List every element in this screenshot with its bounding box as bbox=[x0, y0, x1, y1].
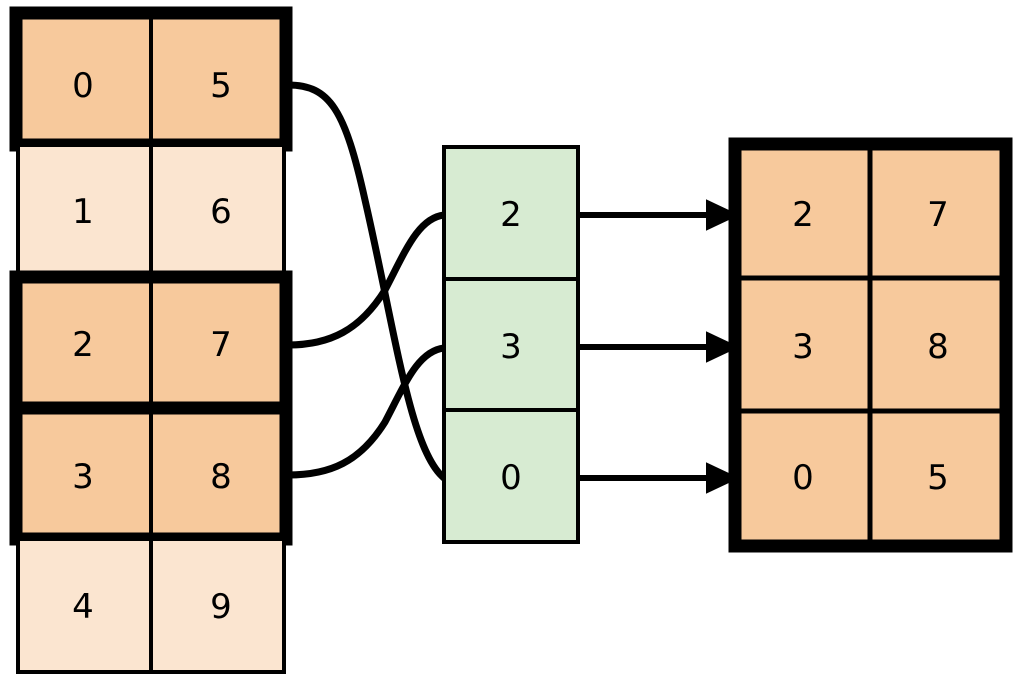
source-cell-2-0: 2 bbox=[72, 325, 94, 365]
result-cell-1-0: 3 bbox=[792, 327, 814, 367]
result-cell-0-1: 7 bbox=[927, 195, 949, 235]
source-row-4[interactable]: 4 9 bbox=[16, 537, 286, 674]
result-row-1[interactable]: 3 8 bbox=[792, 327, 949, 367]
connector-row3-to-index-cell-3 bbox=[284, 344, 448, 479]
connector-row0-to-index-cell-0 bbox=[284, 81, 448, 482]
source-cell-3-1: 8 bbox=[210, 457, 232, 497]
result-cell-2-1: 5 bbox=[927, 458, 949, 498]
source-rows-2-3-block: 2 7 3 8 bbox=[9, 270, 293, 546]
result-cell-2-0: 0 bbox=[792, 458, 814, 498]
source-row-0[interactable]: 0 5 bbox=[9, 6, 293, 152]
source-cell-0-1: 5 bbox=[210, 66, 232, 106]
index-cell-2[interactable]: 0 bbox=[500, 458, 522, 498]
source-row-2[interactable]: 2 7 bbox=[72, 283, 232, 403]
connector-row2-to-index-cell-2 bbox=[284, 211, 448, 349]
index-cell-1[interactable]: 3 bbox=[500, 327, 522, 367]
source-cell-3-0: 3 bbox=[72, 457, 94, 497]
source-cell-0-0: 0 bbox=[72, 66, 94, 106]
source-cell-1-0: 1 bbox=[72, 192, 94, 232]
result-row-2[interactable]: 0 5 bbox=[792, 458, 949, 498]
index-cell-0[interactable]: 2 bbox=[500, 195, 522, 235]
connector-group bbox=[284, 81, 448, 482]
index-array-column: 2 3 0 bbox=[442, 145, 580, 544]
source-cell-2-1: 7 bbox=[210, 325, 232, 365]
source-row-3[interactable]: 3 8 bbox=[72, 414, 232, 533]
result-cell-0-0: 2 bbox=[792, 195, 814, 235]
source-array-table: 0 5 1 6 2 7 3 bbox=[9, 6, 293, 674]
result-cell-1-1: 8 bbox=[927, 327, 949, 367]
result-row-0[interactable]: 2 7 bbox=[792, 195, 949, 235]
source-row-1[interactable]: 1 6 bbox=[16, 143, 286, 279]
source-cell-4-1: 9 bbox=[210, 587, 232, 627]
result-array-table: 2 7 3 8 0 5 bbox=[728, 137, 1013, 553]
source-cell-4-0: 4 bbox=[72, 587, 94, 627]
arrow-group bbox=[578, 199, 740, 494]
source-cell-1-1: 6 bbox=[210, 192, 232, 232]
